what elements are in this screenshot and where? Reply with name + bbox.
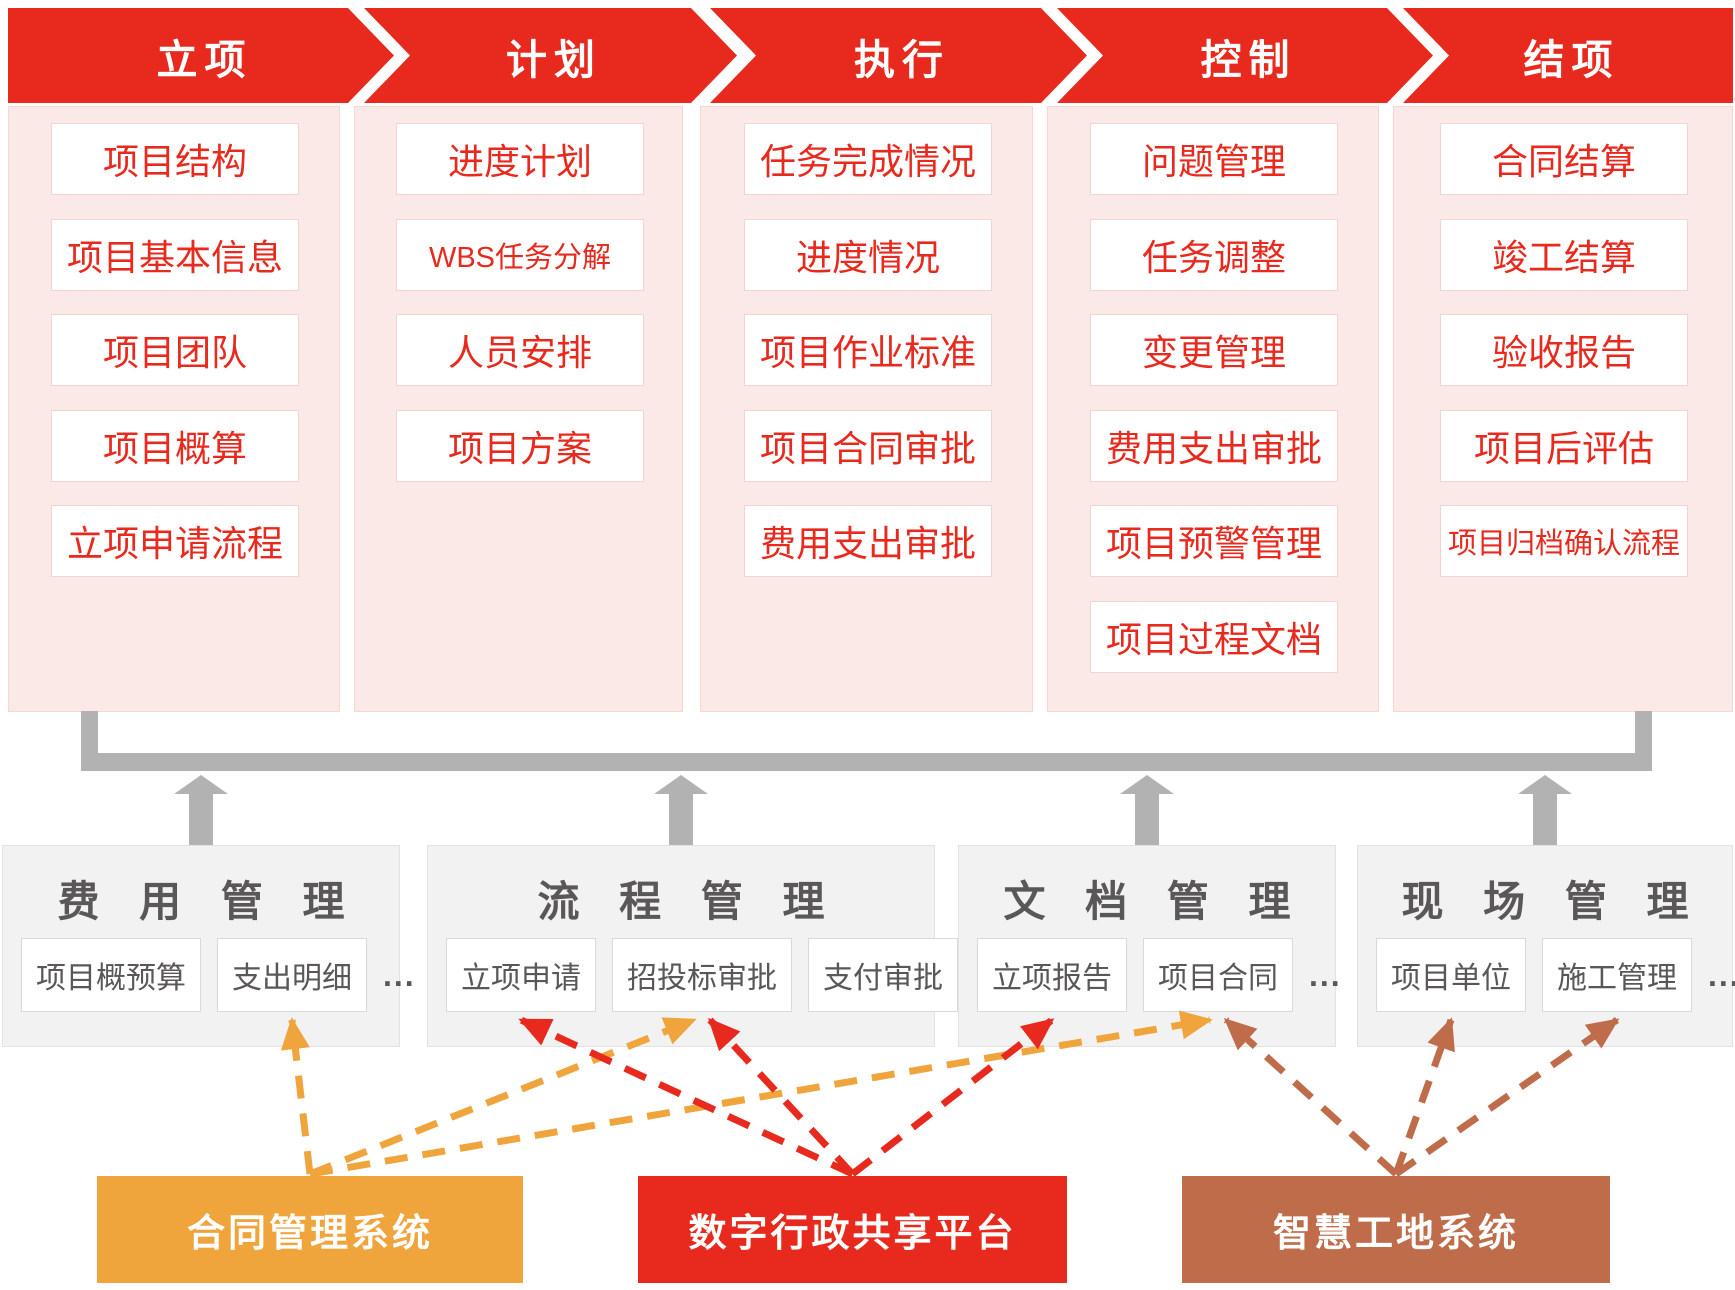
up-arrow-icon [654,775,708,794]
external-system-label: 数字行政共享平台 [688,1213,1017,1255]
more-items-ellipsis: ... [383,956,416,993]
module-title: 流 程 管 理 [537,878,839,925]
phase-item: 进度情况 [744,219,992,291]
external-system-label: 合同管理系统 [186,1213,433,1255]
module-sub-item-site-unit: 项目单位 [1376,938,1526,1012]
up-arrow-shaft [669,793,693,845]
up-arrow-shaft [1533,793,1557,845]
phase-item: 项目过程文档 [1090,601,1338,673]
up-arrow-shaft [1135,793,1159,845]
phase-column-1: 项目结构项目基本信息项目团队项目概算立项申请流程 [8,106,340,712]
phase-item: 变更管理 [1090,314,1338,386]
management-module-cost: 费 用 管 理 项目概预算支出明细... [2,845,414,1047]
phase-column-5: 合同结算竣工结算验收报告项目后评估项目归档确认流程 [1393,106,1733,712]
up-arrow-shaft [189,793,213,845]
external-system-contract-system: 合同管理系统 [97,1176,523,1283]
phase-item: 立项申请流程 [51,505,299,577]
phase-item: WBS任务分解 [396,219,644,291]
module-sub-item-proc-bidding: 招投标审批 [612,938,792,1012]
module-sub-item-cost-detail: 支出明细 [217,938,367,1012]
phase-item: 项目作业标准 [744,314,992,386]
phase-band: 立项 [8,8,394,103]
phase-item: 项目结构 [51,123,299,195]
phase-item: 项目合同审批 [744,410,992,482]
phase-item: 费用支出审批 [1090,410,1338,482]
external-system-smart-site: 智慧工地系统 [1182,1176,1610,1283]
phase-item: 项目方案 [396,410,644,482]
phase-band-label: 控制 [1200,36,1297,83]
management-module-document: 文 档 管 理 立项报告项目合同... [958,845,1340,1047]
phase-item: 项目团队 [51,314,299,386]
phase-item: 人员安排 [396,314,644,386]
more-items-ellipsis: ... [1708,956,1735,993]
phase-band: 执行 [710,8,1087,103]
phase-item: 问题管理 [1090,123,1338,195]
phase-item: 项目基本信息 [51,219,299,291]
module-sub-item-site-construction: 施工管理 [1542,938,1692,1012]
module-sub-item-proc-initiation: 立项申请 [446,938,596,1012]
phase-item: 竣工结算 [1440,219,1688,291]
more-items-ellipsis: ... [1309,956,1342,993]
phase-band-label: 计划 [506,36,602,83]
module-sub-item-doc-report: 立项报告 [977,938,1127,1012]
phase-band-label: 结项 [1523,36,1620,83]
phase-band: 控制 [1057,8,1433,103]
phase-band: 结项 [1403,8,1733,103]
external-system-label: 智慧工地系统 [1272,1213,1519,1255]
up-arrow-icon [174,775,228,794]
module-sub-item-cost-budget: 项目概预算 [21,938,201,1012]
phase-column-4: 问题管理任务调整变更管理费用支出审批项目预警管理项目过程文档 [1047,106,1379,712]
module-items-row: 项目概预算支出明细... [3,938,414,1012]
phase-column-2: 进度计划 WBS任务分解人员安排项目方案 [354,106,683,712]
phase-band-label: 执行 [854,36,950,83]
phase-band: 计划 [364,8,737,103]
phase-item: 项目归档确认流程 [1440,505,1688,577]
connector-stub [81,711,98,753]
management-module-process: 流 程 管 理 立项申请招投标审批支付审批 [427,845,958,1047]
module-sub-item-proc-payment: 支付审批 [808,938,958,1012]
management-module-site: 现 场 管 理 项目单位施工管理... [1357,845,1735,1047]
phase-item: 验收报告 [1440,314,1688,386]
module-items-row: 立项报告项目合同... [959,938,1340,1012]
phase-band-label: 立项 [156,36,253,83]
phase-item: 项目预警管理 [1090,505,1338,577]
phase-item: 任务调整 [1090,219,1338,291]
connector-bar [81,753,1652,771]
phase-column-3: 任务完成情况进度情况项目作业标准项目合同审批费用支出审批 [700,106,1033,712]
connector-stub [1635,711,1652,753]
module-title: 现 场 管 理 [1401,878,1703,925]
module-items-row: 立项申请招投标审批支付审批 [428,938,958,1012]
up-arrow-icon [1120,775,1174,794]
module-sub-item-doc-contract: 项目合同 [1143,938,1293,1012]
phase-item: 合同结算 [1440,123,1688,195]
module-title: 费 用 管 理 [57,878,359,925]
phase-item: 项目后评估 [1440,410,1688,482]
phase-item: 项目概算 [51,410,299,482]
up-arrow-icon [1518,775,1572,794]
module-title: 文 档 管 理 [1003,878,1305,925]
phase-item: 进度计划 [396,123,644,195]
module-items-row: 项目单位施工管理... [1358,938,1735,1012]
phase-item: 费用支出审批 [744,505,992,577]
external-system-admin-platform: 数字行政共享平台 [638,1176,1067,1283]
phase-item: 任务完成情况 [744,123,992,195]
